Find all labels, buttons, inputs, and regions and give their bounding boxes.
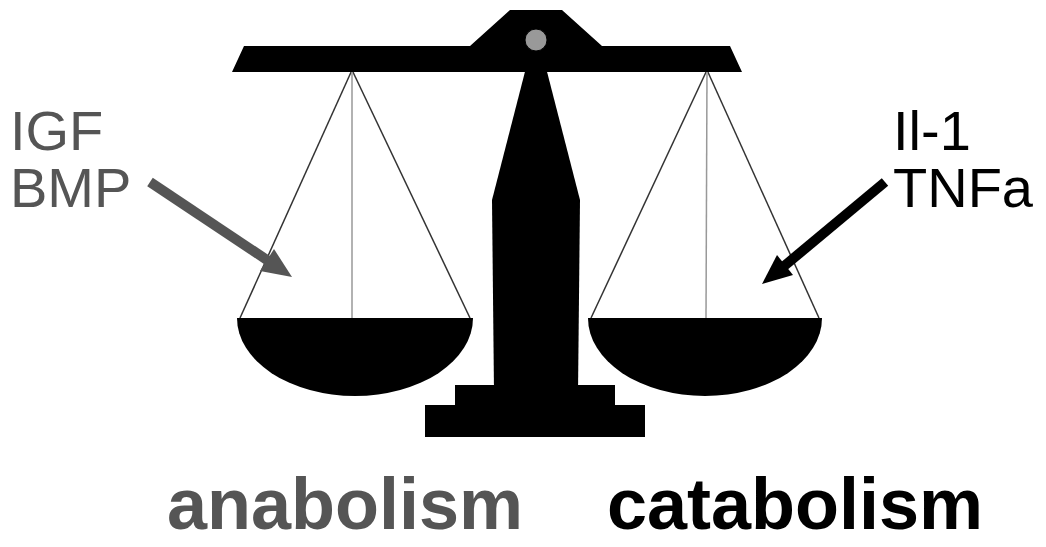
factor-label: TNFa — [893, 160, 1033, 216]
scale-pillar — [492, 60, 580, 392]
scale-base — [455, 385, 615, 407]
factor-label: BMP — [10, 160, 131, 216]
side-caption: anabolism — [167, 468, 523, 540]
side-caption: catabolism — [607, 468, 983, 540]
pivot — [525, 29, 547, 51]
left-pan — [237, 318, 473, 396]
scale-base — [425, 405, 645, 437]
black-arrow — [762, 182, 885, 284]
right-pan — [588, 318, 822, 396]
factor-label: IGF — [10, 103, 103, 159]
scale-beam — [232, 10, 742, 72]
grey-arrow — [150, 182, 292, 277]
factor-label: Il-1 — [893, 103, 971, 159]
